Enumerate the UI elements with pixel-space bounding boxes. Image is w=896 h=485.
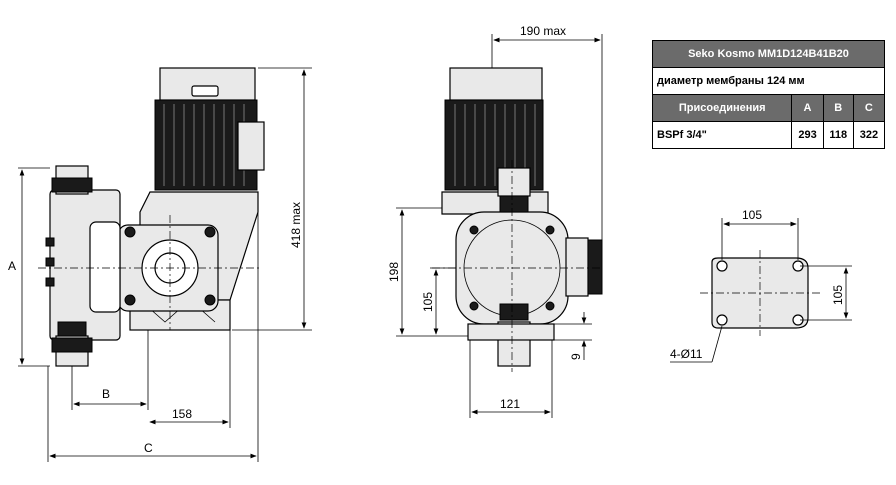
- dimension-labels: A B 158 C 418 max 190 max 198 105 121 9 …: [8, 24, 845, 455]
- dim-b: B: [102, 387, 110, 401]
- spec-val-a: 293: [791, 121, 824, 149]
- dim-158: 158: [172, 407, 192, 421]
- spec-val-c: 322: [852, 121, 886, 149]
- dim-198: 198: [387, 262, 401, 282]
- side-view: [432, 67, 603, 372]
- front-nameplate: [191, 85, 219, 97]
- dim-9: 9: [569, 353, 583, 360]
- dim-hole: 4-Ø11: [670, 347, 703, 361]
- dim-a: A: [8, 259, 16, 273]
- dim-105-right: 105: [831, 285, 845, 305]
- front-terminal-box: [237, 121, 265, 171]
- spec-val-b: 118: [822, 121, 854, 149]
- front-view: [38, 67, 265, 367]
- spec-col-b: B: [822, 94, 854, 122]
- dim-121: 121: [500, 397, 520, 411]
- spec-title: Seko Kosmo MM1D124B41B20: [652, 40, 885, 68]
- side-motor-cap: [449, 67, 543, 101]
- side-base: [467, 323, 555, 341]
- spec-table: Seko Kosmo MM1D124B41B20 диаметр мембран…: [651, 40, 886, 149]
- dim-c: C: [144, 441, 153, 455]
- dim-105-side: 105: [421, 292, 435, 312]
- base-footprint: [700, 250, 820, 336]
- spec-membrane: диаметр мембраны 124 мм: [652, 67, 885, 95]
- side-upper-valve: [497, 167, 531, 197]
- side-flange: [441, 191, 549, 215]
- spec-col-connections: Присоединения: [651, 94, 793, 122]
- dim-105-top: 105: [742, 208, 762, 222]
- spec-col-a: A: [791, 94, 824, 122]
- dimension-lines: [18, 34, 852, 462]
- dim-418-max: 418 max: [289, 202, 303, 248]
- spec-col-c: C: [852, 94, 886, 122]
- spec-conn-type: BSPf 3/4": [651, 121, 793, 149]
- dim-190-max: 190 max: [520, 24, 566, 38]
- side-stroke-knob: [565, 237, 589, 297]
